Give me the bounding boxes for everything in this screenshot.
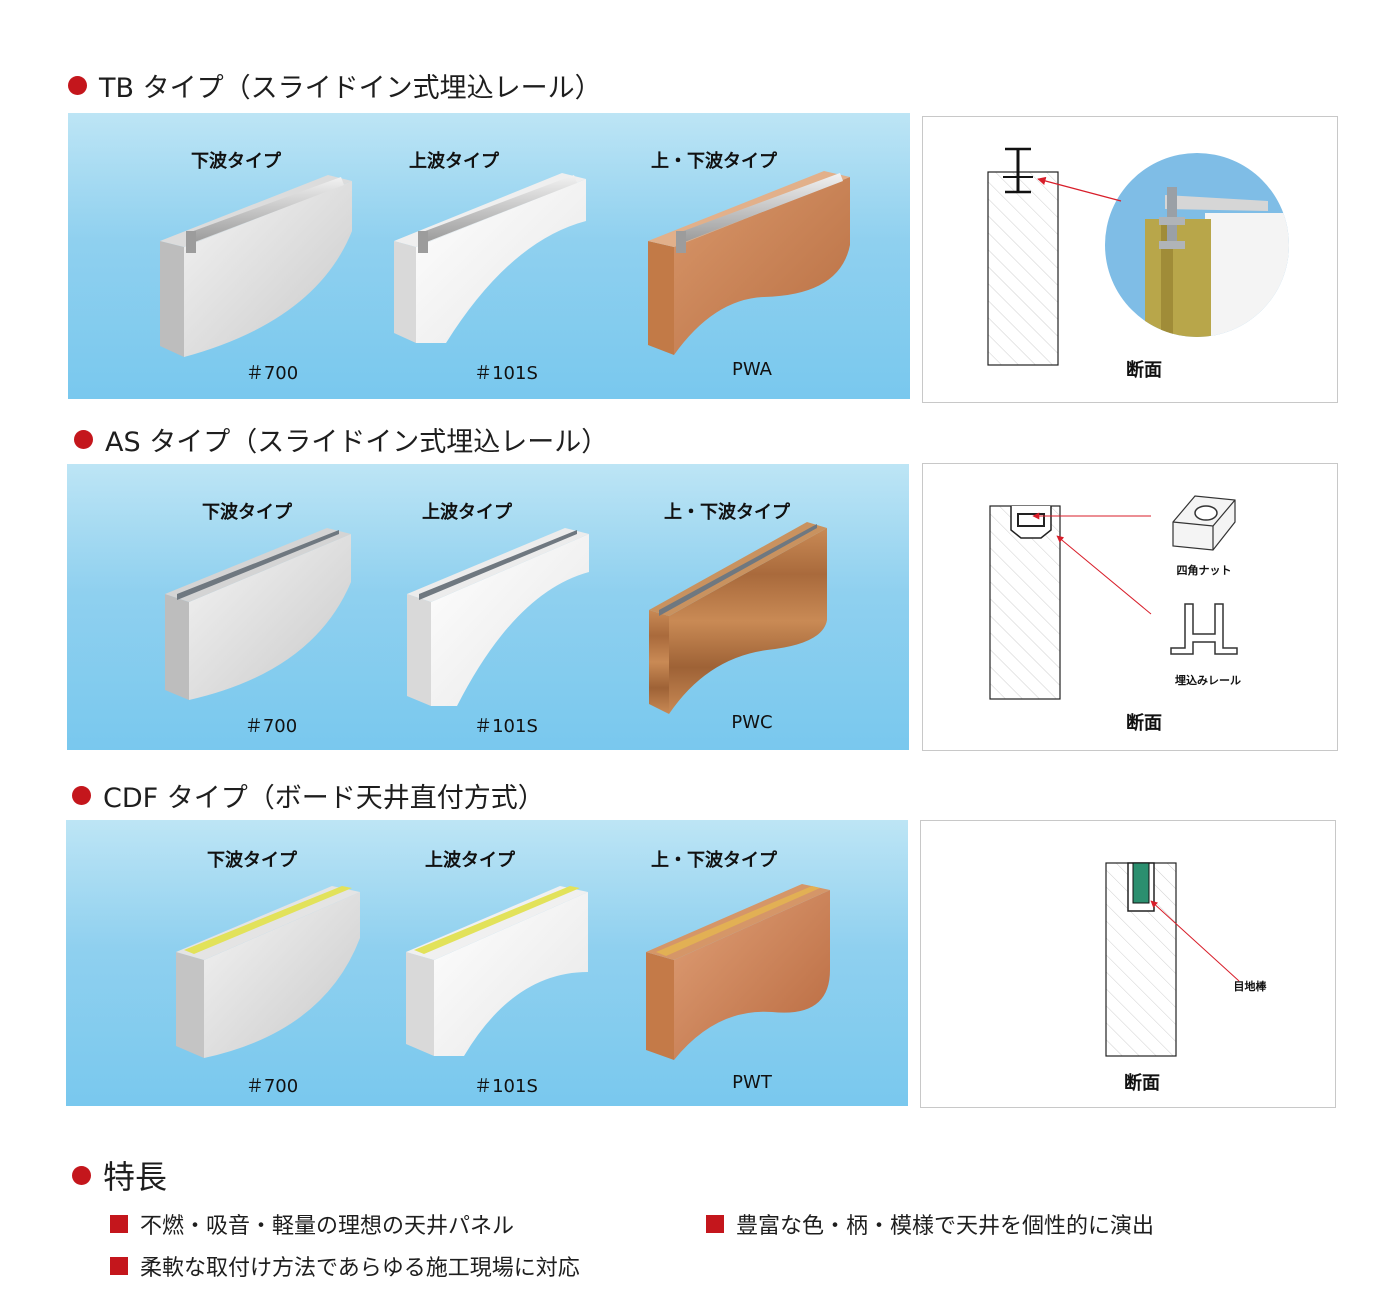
panel-image-101s (406, 886, 588, 1056)
callout-square-nut: 四角ナット (1176, 564, 1232, 577)
cross-section-diagram-cdf: 目地棒 断面 (920, 820, 1336, 1108)
bullet-dot (72, 1165, 91, 1185)
product-panel-cdf: 下波タイプ 上波タイプ 上・下波タイプ ＃700 ＃101S PWT (66, 820, 908, 1106)
bullet-square (706, 1215, 724, 1233)
features-heading: 特長 (72, 1152, 167, 1198)
product-label: 上波タイプ (425, 850, 515, 871)
heading-text: CDF タイプ（ボード天井直付方式） (103, 783, 545, 814)
cross-section-drawing (1105, 862, 1240, 1057)
cross-section-drawing (987, 147, 1289, 366)
product-code: ＃700 (245, 1076, 299, 1097)
feature-item: 豊富な色・柄・模様で天井を個性的に演出 (706, 1208, 1154, 1240)
heading-text: AS タイプ（スライドイン式埋込レール） (105, 427, 609, 458)
callout-embedded-rail: 埋込みレール (1175, 674, 1241, 687)
product-label: 下波タイプ (207, 850, 297, 871)
bullet-dot (72, 786, 91, 805)
panel-image-101s (394, 173, 586, 343)
heading-text: 特長 (103, 1158, 168, 1196)
panel-image-700 (165, 528, 351, 700)
product-code: ＃700 (244, 716, 298, 737)
product-code: ＃101S (474, 716, 538, 737)
product-code: ＃101S (474, 1076, 538, 1097)
feature-item: 不燃・吸音・軽量の理想の天井パネル (110, 1208, 514, 1240)
bullet-square (110, 1257, 128, 1275)
cross-section-diagram-tb: 断面 (922, 116, 1338, 403)
product-label: 下波タイプ (191, 151, 281, 172)
product-label: 上波タイプ (422, 502, 512, 523)
feature-text: 豊富な色・柄・模様で天井を個性的に演出 (736, 1214, 1155, 1239)
product-label: 上・下波タイプ (651, 151, 777, 172)
panel-image-pwa (648, 171, 850, 355)
section-heading-cdf: CDF タイプ（ボード天井直付方式） (72, 776, 545, 815)
product-code: PWC (731, 712, 773, 733)
product-code: ＃101S (474, 363, 538, 384)
panel-image-pwc (649, 522, 827, 714)
product-panel-tb: 下波タイプ 上波タイプ 上・下波タイプ ＃700 ＃101S PWA (68, 113, 910, 399)
product-label: 下波タイプ (202, 502, 292, 523)
diagram-caption: 断面 (1126, 360, 1162, 381)
panel-image-700 (160, 175, 352, 357)
bullet-dot (74, 430, 93, 449)
product-label: 上波タイプ (409, 151, 499, 172)
section-heading-tb: TB タイプ（スライドイン式埋込レール） (68, 66, 602, 105)
section-heading-as: AS タイプ（スライドイン式埋込レール） (74, 420, 608, 459)
heading-text: TB タイプ（スライドイン式埋込レール） (99, 73, 602, 104)
feature-text: 柔軟な取付け方法であらゆる施工現場に対応 (140, 1256, 580, 1281)
feature-item: 柔軟な取付け方法であらゆる施工現場に対応 (110, 1250, 580, 1282)
cross-section-diagram-as: 四角ナット 埋込みレール 断面 (922, 463, 1338, 751)
panel-image-101s (407, 528, 589, 706)
product-code: PWT (732, 1072, 772, 1093)
product-panel-as: 下波タイプ 上波タイプ 上・下波タイプ ＃700 ＃101S PWC (67, 464, 909, 750)
cross-section-drawing (989, 495, 1238, 700)
bullet-dot (68, 76, 87, 95)
diagram-caption: 断面 (1126, 713, 1162, 734)
product-code: ＃700 (245, 363, 299, 384)
product-label: 上・下波タイプ (664, 502, 790, 523)
product-code: PWA (732, 359, 772, 380)
bullet-square (110, 1215, 128, 1233)
feature-text: 不燃・吸音・軽量の理想の天井パネル (140, 1214, 515, 1239)
panel-image-pwt (646, 884, 830, 1060)
product-label: 上・下波タイプ (651, 850, 777, 871)
panel-image-700 (176, 886, 360, 1058)
diagram-caption: 断面 (1124, 1073, 1160, 1094)
callout-joint-bar: 目地棒 (1233, 980, 1267, 993)
